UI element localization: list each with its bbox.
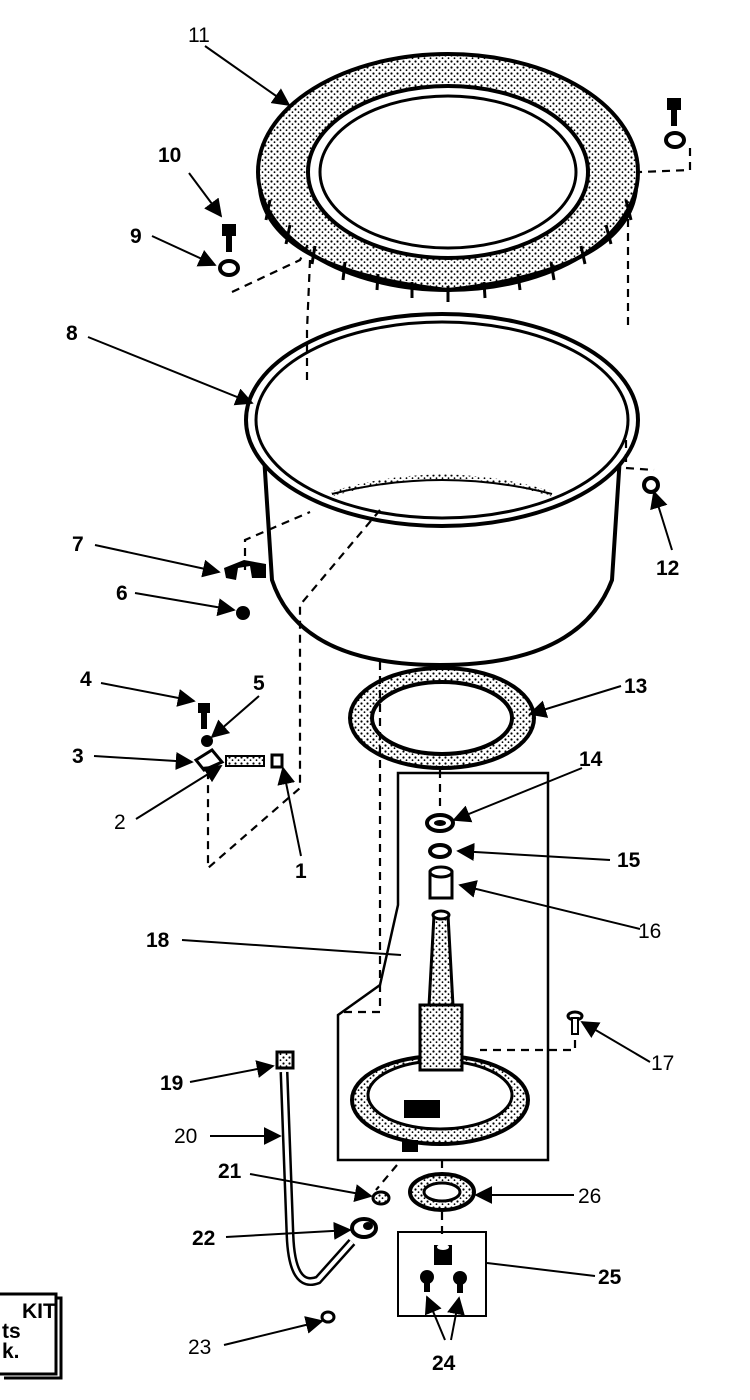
small-hardware-group — [193, 703, 284, 772]
callout-3: 3 — [72, 745, 84, 768]
callout-labels: 11 10 9 8 7 6 12 4 5 3 2 1 13 14 15 16 1… — [66, 24, 679, 1375]
seal-part-26 — [408, 1172, 476, 1212]
nut-part-12 — [642, 476, 660, 494]
callout-23: 23 — [188, 1336, 211, 1359]
callout-19: 19 — [160, 1072, 183, 1095]
fitting-part-22 — [350, 1217, 378, 1239]
callout-4: 4 — [80, 668, 92, 691]
callout-9: 9 — [130, 225, 142, 248]
callout-21: 21 — [218, 1160, 242, 1183]
hose-part-20 — [279, 1071, 356, 1286]
callout-25: 25 — [598, 1266, 622, 1289]
callout-10: 10 — [158, 144, 181, 167]
kit-note-box: KIT ts k. — [0, 1292, 63, 1380]
callout-12: 12 — [656, 557, 679, 580]
transmission-frame-outline — [336, 771, 550, 1162]
kit-note-line-1: KIT — [22, 1300, 56, 1323]
callout-5: 5 — [253, 672, 265, 695]
bolt-part-upper-right — [664, 98, 686, 149]
bearing-part-14 — [425, 813, 455, 833]
outer-tub-part — [244, 312, 640, 668]
callout-13: 13 — [624, 675, 647, 698]
kit-note-line-3: k. — [2, 1340, 20, 1363]
nut-part-21 — [371, 1190, 391, 1206]
callout-14: 14 — [579, 748, 603, 771]
nut-part-9 — [218, 259, 240, 277]
tub-ring-part — [256, 52, 640, 302]
callout-leaders — [87, 45, 673, 1346]
kit-note-line-2: ts — [2, 1320, 21, 1343]
callout-17: 17 — [651, 1052, 674, 1075]
callout-1: 1 — [295, 860, 307, 883]
sleeve-part-16 — [428, 865, 454, 900]
callout-15: 15 — [617, 849, 641, 872]
callout-7: 7 — [72, 533, 84, 556]
plug-part-19 — [275, 1050, 295, 1070]
callout-2: 2 — [114, 811, 126, 834]
bolt-part-10 — [222, 224, 236, 252]
callout-8: 8 — [66, 322, 78, 345]
bracket-part-7 — [224, 560, 266, 580]
callout-11: 11 — [188, 24, 210, 47]
callout-22: 22 — [192, 1227, 215, 1250]
screw-part-17 — [566, 1010, 584, 1035]
screw-pair-part-24 — [420, 1270, 467, 1293]
assembly-dashed-lines — [206, 148, 692, 1240]
callout-18: 18 — [146, 929, 170, 952]
nut-part-6 — [236, 606, 250, 620]
washer-part-15 — [428, 843, 452, 859]
screw-part-23 — [320, 1310, 336, 1324]
mounting-kit-box-25 — [397, 1231, 487, 1317]
callout-20: 20 — [174, 1125, 197, 1148]
callout-6: 6 — [116, 582, 128, 605]
callout-26: 26 — [578, 1185, 601, 1208]
transmission-hub-part-18 — [350, 909, 530, 1152]
callout-24: 24 — [432, 1352, 456, 1375]
gasket-part-13 — [348, 666, 536, 770]
callout-16: 16 — [638, 920, 661, 943]
